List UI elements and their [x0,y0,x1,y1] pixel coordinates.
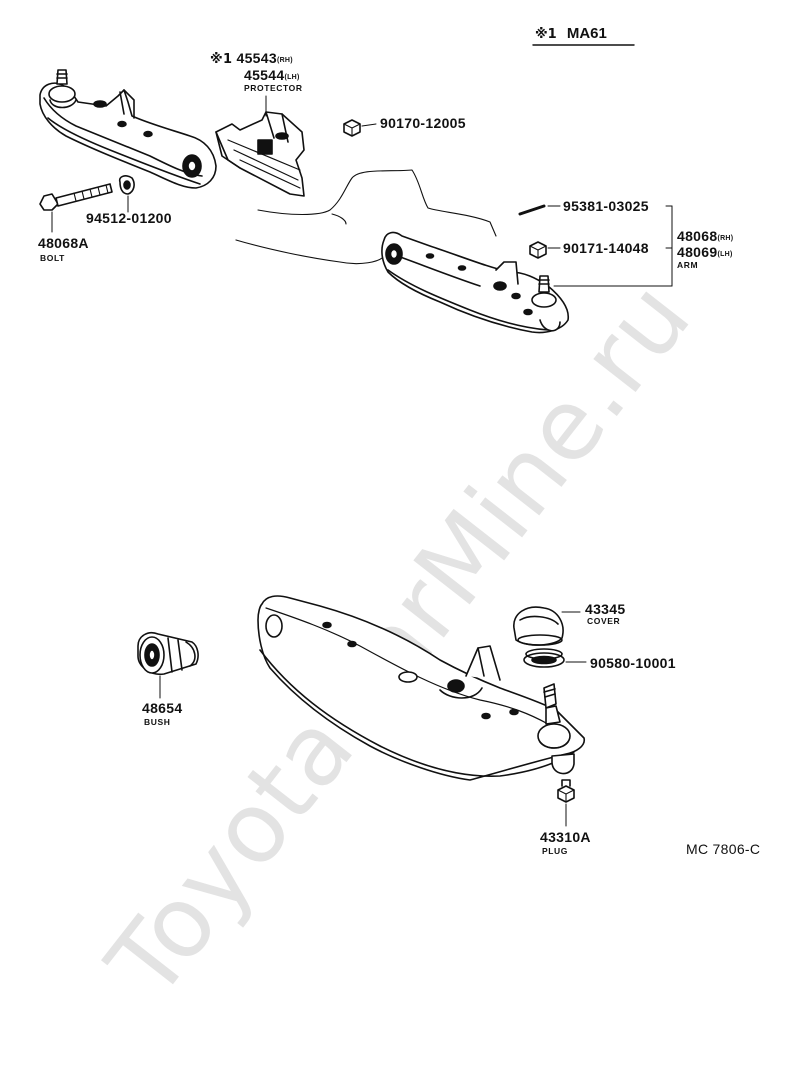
protector-lh-suffix: (LH) [284,74,300,81]
drawing-code: MC 7806-C [686,841,761,857]
washer-number: 94512-01200 [86,210,172,226]
header-model: MA61 [566,25,607,42]
arm-lh-label: 48069(LH) [677,245,733,259]
cover-number: 43345 [585,601,626,617]
protector-rh-suffix: (RH) [276,57,293,64]
cover-drawing [513,606,564,646]
protector-mark: ※1 [210,52,233,67]
bolt-drawing [39,183,113,211]
protector-lh-label: 45544(LH) [244,68,300,82]
arm-name: ARM [677,260,699,270]
header-mark: ※1 [535,27,557,42]
cover-name: COVER [587,616,621,626]
main-arm-drawing [257,595,586,781]
protector-drawing [215,111,305,197]
plug-drawing [557,779,575,803]
nut-b-number: 90171-14048 [563,240,649,256]
arm-rh-number: 48068 [677,228,718,244]
plug-number: 43310A [540,829,591,845]
bush-name: BUSH [144,717,171,727]
arm-lh-suffix: (LH) [717,251,733,258]
upper-right-arm-drawing [381,231,570,334]
arm-bracket-lines [553,205,673,287]
nut-b-drawing [529,241,547,259]
bush-drawing [137,631,199,676]
ring-number: 90580-10001 [590,655,676,671]
protector-name: PROTECTOR [244,83,303,93]
protector-rh-number: 45543 [236,50,277,66]
plug-name: PLUG [542,846,569,856]
nut-a-drawing [343,119,361,137]
bolt-name: BOLT [40,253,65,263]
nut-a-number: 90170-12005 [380,115,466,131]
bush-number: 48654 [142,700,183,716]
arm-rh-suffix: (RH) [717,235,734,242]
ring-drawing [523,648,565,668]
pin-drawing [518,204,546,216]
arm-lh-number: 48069 [677,244,718,260]
header-model-label: ※1 MA61 [535,26,607,41]
pin-number: 95381-03025 [563,198,649,214]
body-outline [235,169,497,265]
protector-rh-label: ※1 45543(RH) [210,51,293,66]
arm-rh-label: 48068(RH) [677,229,733,243]
bolt-number: 48068A [38,235,89,251]
washer-drawing [118,175,135,195]
protector-lh-number: 45544 [244,67,285,83]
upper-left-arm-drawing [39,69,217,189]
